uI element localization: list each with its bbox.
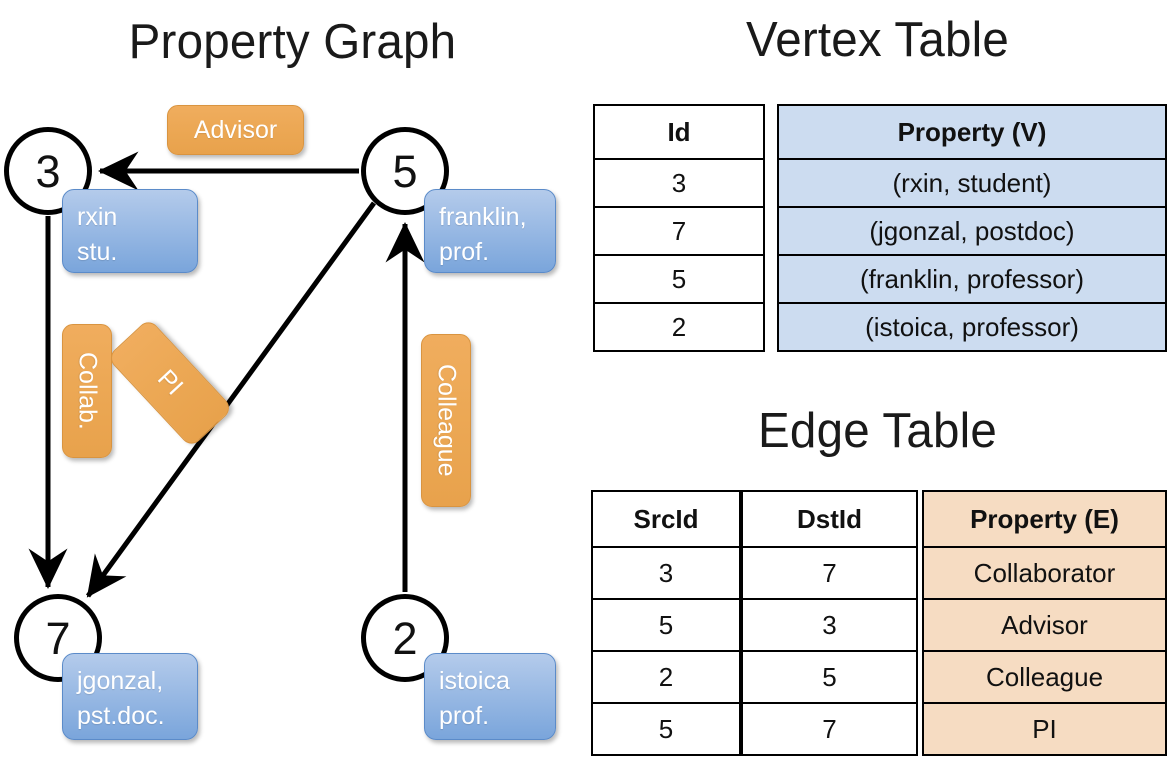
cell-dstid: 7	[741, 546, 918, 600]
cell-property: Advisor	[922, 598, 1167, 652]
table-row: 7	[741, 702, 918, 756]
table-row: (istoica, professor)	[777, 302, 1167, 352]
cell-srcid: 2	[591, 650, 741, 704]
table-row: Collaborator	[922, 546, 1167, 600]
table-row: 3	[593, 158, 765, 208]
edge-label-collab: Collab.	[62, 324, 112, 458]
cell-property: PI	[922, 702, 1167, 756]
page-title-edge-table: Edge Table	[758, 404, 997, 458]
edge-table-dstid-column: DstId 7 3 5 7	[741, 490, 918, 756]
edge-pi-5-to-7	[85, 201, 377, 598]
node-property-line-2: pst.doc.	[77, 701, 165, 730]
table-row: Advisor	[922, 598, 1167, 652]
table-row: 5	[591, 598, 741, 652]
cell-id: 7	[593, 206, 765, 256]
table-header-row: DstId	[741, 490, 918, 548]
vertex-table-id-column: Id 3 7 5 2	[593, 104, 765, 352]
column-header-property-v: Property (V)	[777, 104, 1167, 160]
node-property-box-7: jgonzal, pst.doc.	[62, 653, 198, 740]
edge-table-srcid-column: SrcId 3 5 2 5	[591, 490, 741, 756]
table-row: (rxin, student)	[777, 158, 1167, 208]
cell-property: (rxin, student)	[777, 158, 1167, 208]
table-row: 3	[741, 598, 918, 652]
cell-id: 2	[593, 302, 765, 352]
cell-property: (franklin, professor)	[777, 254, 1167, 304]
node-property-line-1: jgonzal,	[77, 667, 164, 695]
property-graph-diagram: 3 5 7 2 rxin stu. franklin, prof. jgonza…	[4, 105, 556, 740]
column-header-id: Id	[593, 104, 765, 160]
edge-table-property-column: Property (E) Collaborator Advisor Collea…	[922, 490, 1167, 756]
node-property-line-1: rxin	[77, 203, 118, 231]
edge-label-text: Advisor	[193, 115, 278, 144]
vertex-table-property-column: Property (V) (rxin, student) (jgonzal, p…	[777, 104, 1167, 352]
node-property-box-5: franklin, prof.	[424, 189, 556, 273]
table-row: Colleague	[922, 650, 1167, 704]
cell-property: (istoica, professor)	[777, 302, 1167, 352]
table-header-row: Property (V)	[777, 104, 1167, 160]
cell-id: 3	[593, 158, 765, 208]
table-row: 2	[593, 302, 765, 352]
table-row: 2	[591, 650, 741, 704]
graph-node-5[interactable]: 5	[361, 127, 449, 215]
edge-label-text: PI	[152, 364, 189, 401]
cell-dstid: 5	[741, 650, 918, 704]
table-row: 7	[741, 546, 918, 600]
column-header-srcid: SrcId	[591, 490, 741, 548]
cell-property: Colleague	[922, 650, 1167, 704]
cell-dstid: 3	[741, 598, 918, 652]
table-row: (jgonzal, postdoc)	[777, 206, 1167, 256]
node-property-line-2: stu.	[77, 237, 118, 266]
table-row: 7	[593, 206, 765, 256]
cell-srcid: 3	[591, 546, 741, 600]
table-row: PI	[922, 702, 1167, 756]
table-row: 5	[593, 254, 765, 304]
node-property-line-1: franklin,	[439, 203, 527, 231]
table-header-row: Id	[593, 104, 765, 160]
table-header-row: Property (E)	[922, 490, 1167, 548]
column-header-dstid: DstId	[741, 490, 918, 548]
graph-node-2[interactable]: 2	[361, 594, 449, 682]
column-header-property-e: Property (E)	[922, 490, 1167, 548]
page-title-property-graph: Property Graph	[128, 15, 457, 69]
cell-dstid: 7	[741, 702, 918, 756]
table-row: 5	[741, 650, 918, 704]
node-property-box-2: istoica prof.	[424, 653, 556, 740]
node-property-line-1: istoica	[439, 667, 510, 695]
node-property-box-3: rxin stu.	[62, 189, 198, 273]
table-row: 5	[591, 702, 741, 756]
edge-label-advisor: Advisor	[167, 105, 304, 155]
node-property-line-2: prof.	[439, 701, 490, 730]
edge-label-text: Colleague	[432, 364, 461, 477]
node-property-line-2: prof.	[439, 237, 490, 266]
edge-label-colleague: Colleague	[421, 334, 471, 507]
cell-srcid: 5	[591, 702, 741, 756]
graph-edge-arrows	[28, 151, 425, 598]
table-row: (franklin, professor)	[777, 254, 1167, 304]
page-title-vertex-table: Vertex Table	[745, 13, 1010, 67]
cell-property: Collaborator	[922, 546, 1167, 600]
cell-srcid: 5	[591, 598, 741, 652]
cell-id: 5	[593, 254, 765, 304]
edge-label-text: Collab.	[73, 352, 102, 430]
table-header-row: SrcId	[591, 490, 741, 548]
cell-property: (jgonzal, postdoc)	[777, 206, 1167, 256]
table-row: 3	[591, 546, 741, 600]
